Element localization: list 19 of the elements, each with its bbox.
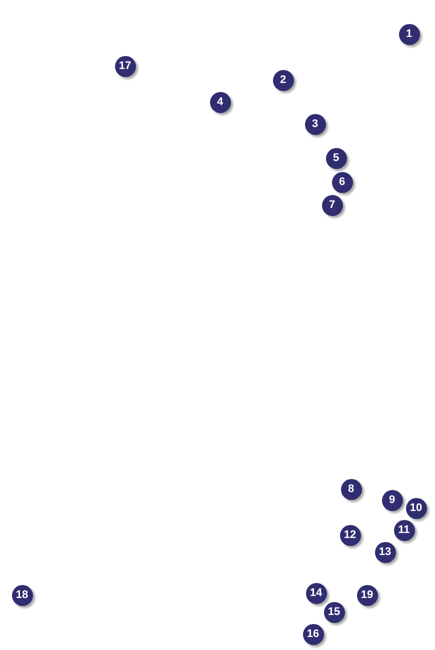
callout-number: 15 [324,602,344,622]
callout-number: 2 [272,70,294,90]
callout-number: 4 [210,92,230,112]
callout-number: 6 [332,172,352,192]
callout-number: 13 [374,542,396,562]
callout-number: 9 [382,490,402,510]
callout-number: 3 [304,114,326,134]
callout-number: 17 [114,56,136,76]
callout-number: 5 [326,148,346,168]
callout-number: 11 [394,520,414,540]
callout-number: 7 [322,194,342,216]
callout-number: 10 [406,498,426,518]
callout-number: 14 [306,582,326,604]
callout-number: 12 [340,524,360,546]
callout-number: 16 [302,624,324,644]
callout-number: 19 [356,584,378,606]
callout-number: 18 [12,584,32,606]
callout-number: 1 [398,24,420,44]
callout-number: 8 [340,478,362,500]
